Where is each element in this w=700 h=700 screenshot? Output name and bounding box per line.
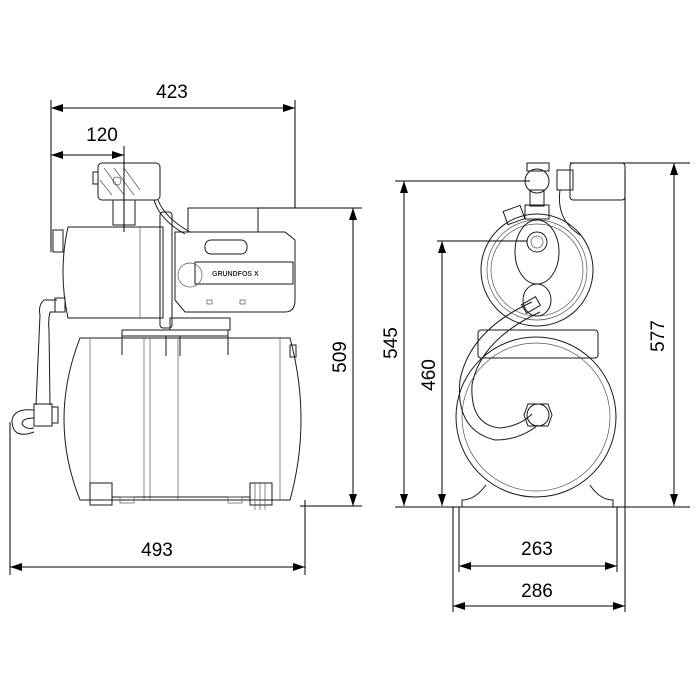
pressure-tank: [63, 337, 302, 501]
pump-body: [52, 211, 173, 329]
dim-label-577: 577: [648, 320, 669, 352]
dimension-120: 120: [51, 125, 125, 232]
pump-bracket: [121, 317, 231, 356]
dim-label-286: 286: [521, 581, 553, 602]
dimension-545: 545: [381, 180, 530, 506]
dimension-577: 577: [570, 162, 690, 506]
dimension-423: 423: [50, 82, 296, 252]
dim-label-509: 509: [330, 341, 351, 373]
pump-motor: GRUNDFOS X: [174, 207, 296, 313]
dimension-509: 509: [258, 207, 362, 507]
side-hose: [458, 295, 542, 441]
front-view: GRUNDFOS X: [9, 82, 362, 575]
connection-hose: [11, 299, 59, 435]
dimension-460: 460: [419, 240, 527, 506]
dim-label-545: 545: [381, 327, 402, 359]
dim-label-493: 493: [141, 540, 173, 561]
side-view: 545 460 577 263 286: [381, 162, 690, 612]
dimension-286: 286: [453, 581, 625, 610]
grundfos-logo: GRUNDFOS X: [212, 271, 259, 278]
pressure-switch: [92, 162, 191, 235]
dim-label-423: 423: [156, 82, 188, 103]
dimension-493: 493: [9, 422, 306, 575]
dimension-263: 263: [459, 539, 617, 570]
dim-label-120: 120: [86, 125, 118, 146]
dim-label-460: 460: [419, 359, 440, 391]
side-tank: [455, 329, 617, 507]
tank-feet: [89, 482, 273, 510]
side-pump: [480, 162, 626, 327]
dim-label-263: 263: [521, 539, 553, 560]
